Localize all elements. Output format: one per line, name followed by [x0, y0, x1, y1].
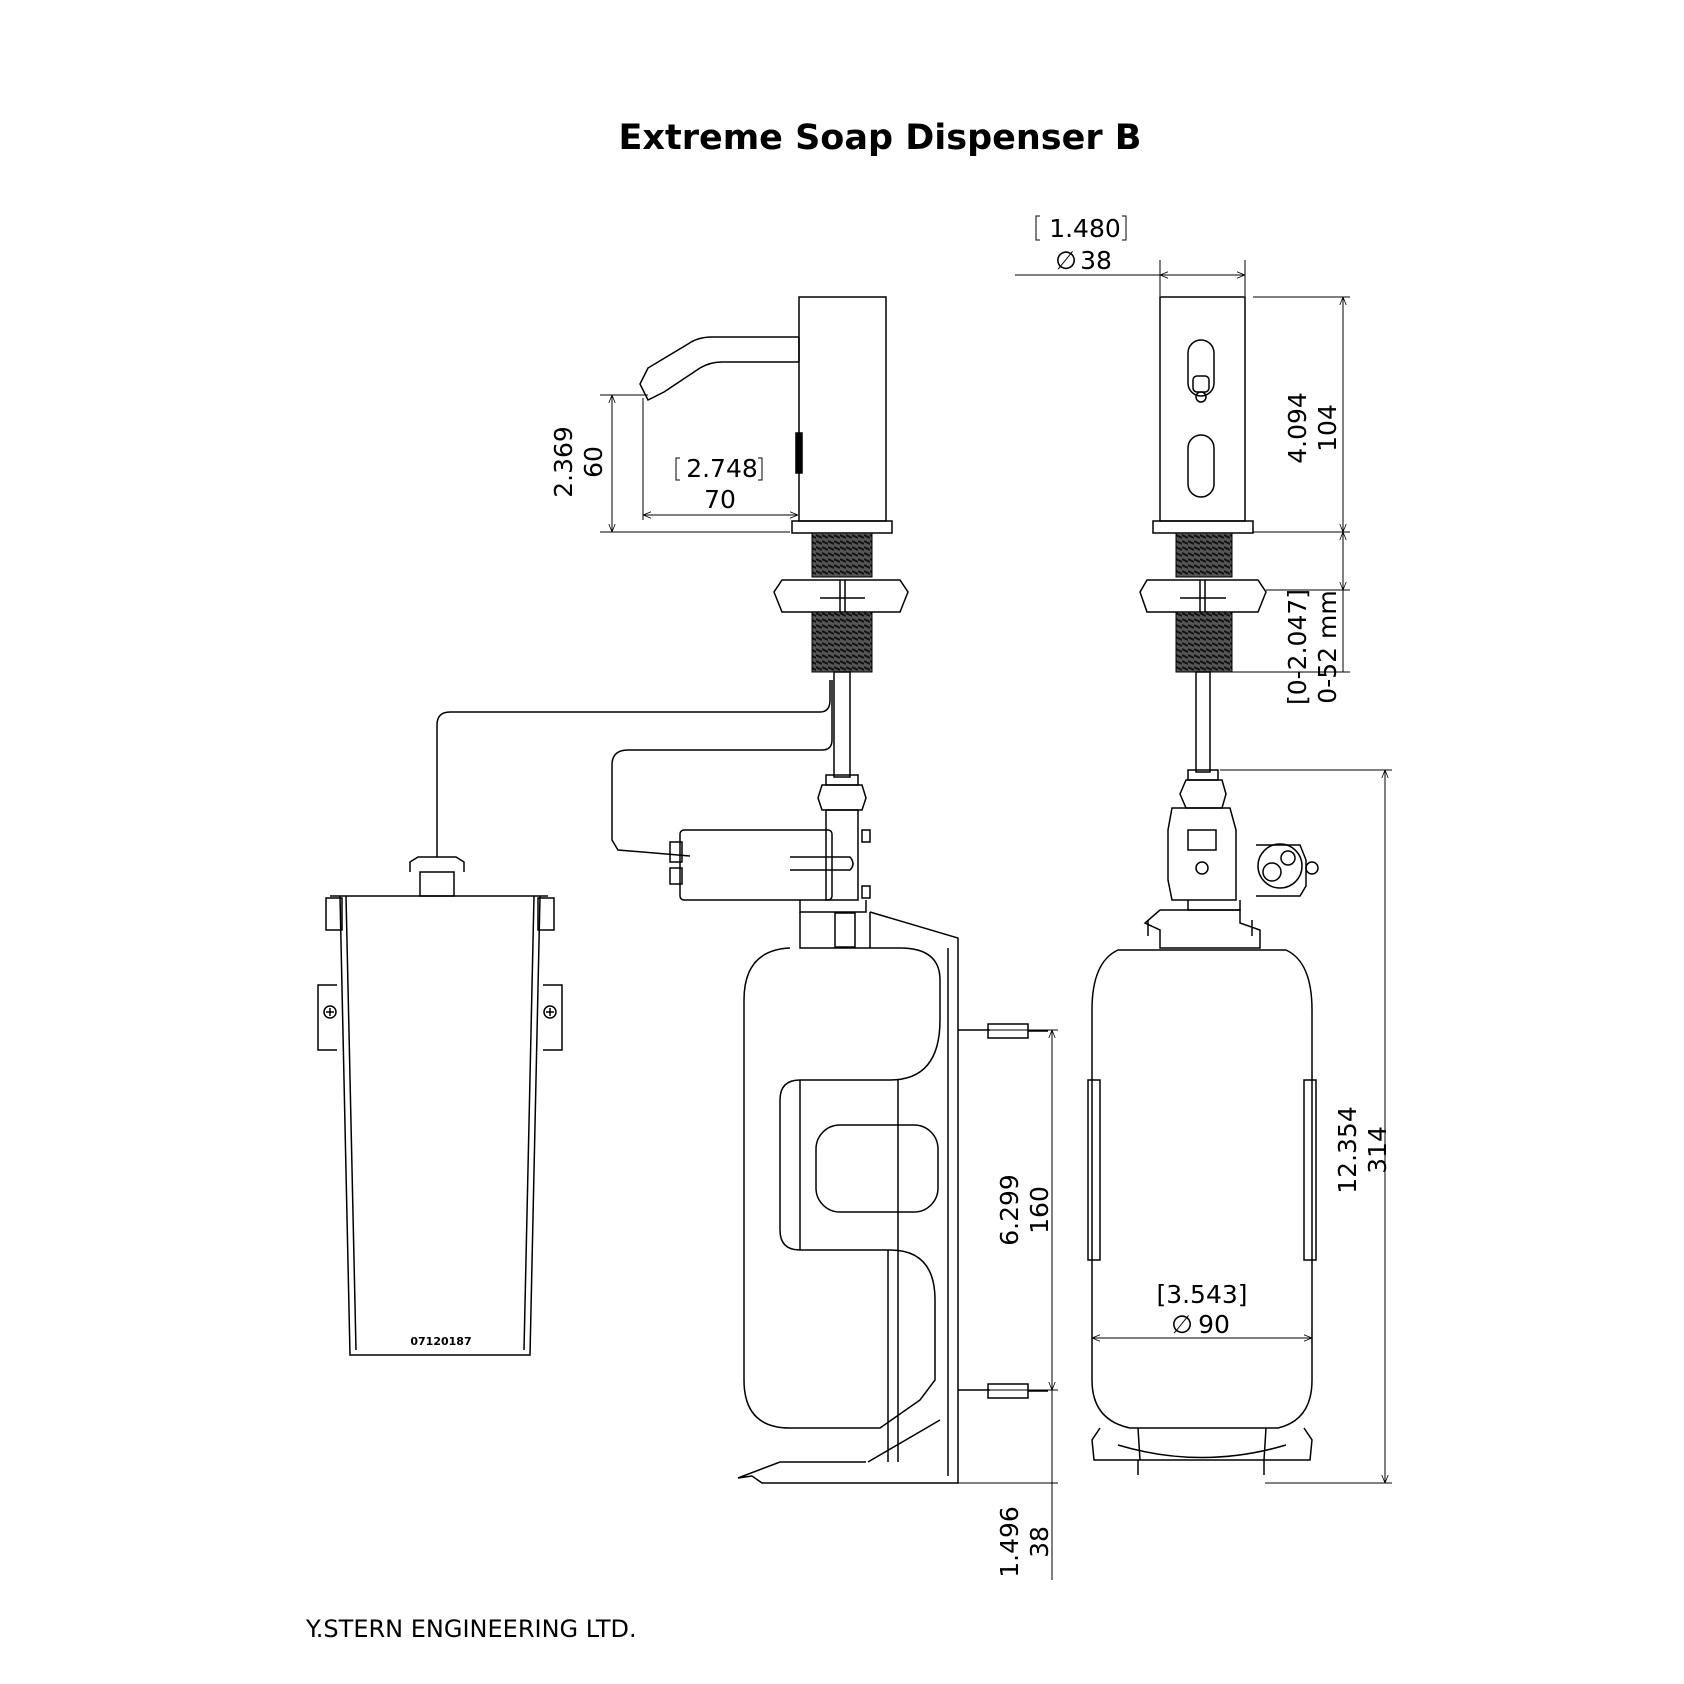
diameter-symbol: ∅	[1055, 246, 1077, 275]
dim-bottle-diameter-mm: 90	[1198, 1310, 1230, 1339]
dim-bracket-span-mm: 160	[1025, 1186, 1054, 1234]
dim-spout-height-in: 2.369	[549, 426, 578, 498]
battery-wire	[436, 680, 831, 857]
dim-bottom-clearance-mm: 38	[1025, 1526, 1054, 1558]
dim-deck-thickness-mm: 0-52 mm	[1313, 590, 1342, 703]
dim-deck-thickness-in: [0-2.047]	[1283, 589, 1312, 705]
dim-body-height-mm: 104	[1313, 404, 1342, 452]
dim-top-diameter-mm: 38	[1080, 246, 1112, 275]
side-thread-lower	[811, 611, 873, 673]
side-thread-upper	[811, 532, 873, 578]
sensor-wire	[611, 680, 833, 857]
battery-box	[317, 856, 563, 1356]
dim-spout-reach-mm: 70	[704, 485, 736, 514]
dim-top-diameter-in: 1.480	[1049, 214, 1121, 243]
side-pump-valve	[669, 671, 871, 948]
front-thread-lower	[1175, 611, 1233, 673]
dim-total-height-mm: 314	[1363, 1126, 1392, 1174]
front-pump-valve	[1167, 671, 1319, 911]
dim-bottom-clearance-in: 1.496	[995, 1506, 1024, 1578]
dim-spout-reach-in: 2.748	[686, 454, 758, 483]
dim-spout-height-mm: 60	[579, 446, 608, 478]
dim-body-height-in: 4.094	[1283, 392, 1312, 464]
dim-total-height-in: 12.354	[1333, 1106, 1362, 1193]
company-footer: Y.STERN ENGINEERING LTD.	[306, 1615, 637, 1643]
side-bottle	[737, 911, 1048, 1484]
dimension-lines	[600, 260, 1392, 1580]
dimension-labels: 1.480 ∅ 38 2.369 60 2.748 70 4.094 104 […	[549, 214, 1392, 1578]
front-mount-nut	[1139, 579, 1267, 613]
front-thread-upper	[1175, 532, 1233, 578]
dim-bottle-diameter-in: [3.543]	[1156, 1280, 1247, 1309]
page-title: Extreme Soap Dispenser B	[618, 118, 1142, 158]
diameter-symbol: ∅	[1171, 1310, 1193, 1339]
dim-bracket-span-in: 6.299	[995, 1174, 1024, 1246]
front-view-body	[1152, 296, 1254, 534]
battery-box-label: 07120187	[410, 1335, 471, 1348]
front-bottle	[1087, 909, 1317, 1475]
side-mount-nut	[773, 579, 909, 613]
side-view-spout	[639, 296, 893, 534]
